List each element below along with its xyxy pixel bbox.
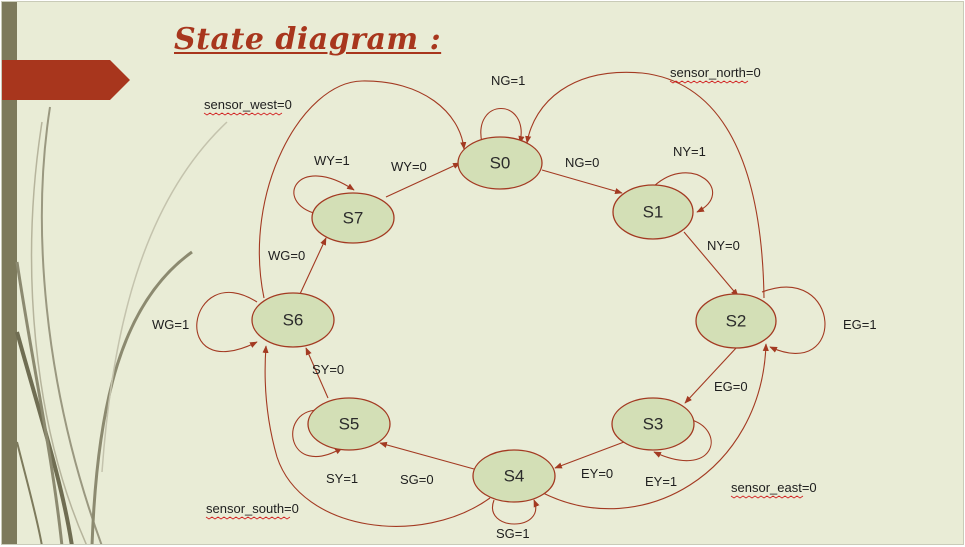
- state-node-s2: S2: [695, 293, 777, 349]
- state-node-s7-label: S7: [343, 209, 364, 228]
- spellcheck-squiggle: [203, 112, 283, 116]
- label-sg0: SG=0: [400, 472, 434, 487]
- label-ny1: NY=1: [673, 144, 706, 159]
- label-ny0: NY=0: [707, 238, 740, 253]
- edge-s2-to-s0-sensor-north: [525, 71, 765, 299]
- page-title: State diagram :: [174, 22, 442, 57]
- loop-s6: [196, 291, 258, 353]
- edge-s7-to-s0: [385, 162, 461, 198]
- label-ey0: EY=0: [581, 466, 613, 481]
- label-sy0: SY=0: [312, 362, 344, 377]
- edge-s6-to-s0-sensor-west: [258, 80, 467, 299]
- state-node-s0-label: S0: [490, 154, 511, 173]
- spellcheck-squiggle: [730, 495, 804, 499]
- label-eg0: EG=0: [714, 379, 748, 394]
- edge-s0-to-s1: [541, 169, 623, 195]
- state-node-s6: S6: [251, 292, 335, 348]
- edge-s1-to-s2: [683, 231, 739, 297]
- state-node-s3-label: S3: [643, 415, 664, 434]
- edge-s4-to-s6-sensor-south: [262, 345, 491, 527]
- label-sy1: SY=1: [326, 471, 358, 486]
- state-node-s1-label: S1: [643, 203, 664, 222]
- loop-s4: [491, 499, 540, 525]
- edge-s5-to-s6: [305, 347, 329, 399]
- edge-s4-to-s2-sensor-east: [542, 343, 769, 510]
- loop-s0: [480, 108, 525, 144]
- edge-s6-to-s7: [299, 237, 327, 295]
- loop-s3: [653, 419, 712, 462]
- state-node-s7: S7: [311, 192, 395, 244]
- label-ng0: NG=0: [565, 155, 599, 170]
- label-wy0: WY=0: [391, 159, 427, 174]
- label-sg1: SG=1: [496, 526, 530, 541]
- label-wg1: WG=1: [152, 317, 189, 332]
- label-sensor-west: sensor_west=0: [204, 97, 292, 112]
- loop-s7: [293, 175, 355, 215]
- loop-s2: [761, 286, 826, 354]
- label-eg1: EG=1: [843, 317, 877, 332]
- state-node-s6-label: S6: [283, 311, 304, 330]
- state-node-s5-label: S5: [339, 415, 360, 434]
- state-node-s3: S3: [611, 397, 695, 451]
- edge-s2-to-s3: [684, 346, 738, 404]
- title-arrow-banner: [2, 60, 130, 100]
- label-wg0: WG=0: [268, 248, 305, 263]
- left-accent-bar: [2, 2, 17, 544]
- state-node-s4: S4: [472, 449, 556, 503]
- label-sensor-east: sensor_east=0: [731, 480, 817, 495]
- label-wy1: WY=1: [314, 153, 350, 168]
- label-ey1: EY=1: [645, 474, 677, 489]
- state-node-s5: S5: [307, 397, 391, 451]
- edge-s4-to-s5: [379, 441, 475, 470]
- loop-s1: [653, 172, 714, 213]
- loop-s5: [292, 409, 343, 457]
- label-ng1: NG=1: [491, 73, 525, 88]
- state-node-s4-label: S4: [504, 467, 525, 486]
- state-node-s0: S0: [457, 136, 543, 190]
- spellcheck-squiggle: [205, 516, 291, 520]
- state-node-s1: S1: [612, 184, 694, 240]
- edge-s3-to-s4: [554, 441, 625, 469]
- spellcheck-squiggle: [669, 80, 749, 84]
- state-node-s2-label: S2: [726, 312, 747, 331]
- label-sensor-north: sensor_north=0: [670, 65, 761, 80]
- label-sensor-south: sensor_south=0: [206, 501, 299, 516]
